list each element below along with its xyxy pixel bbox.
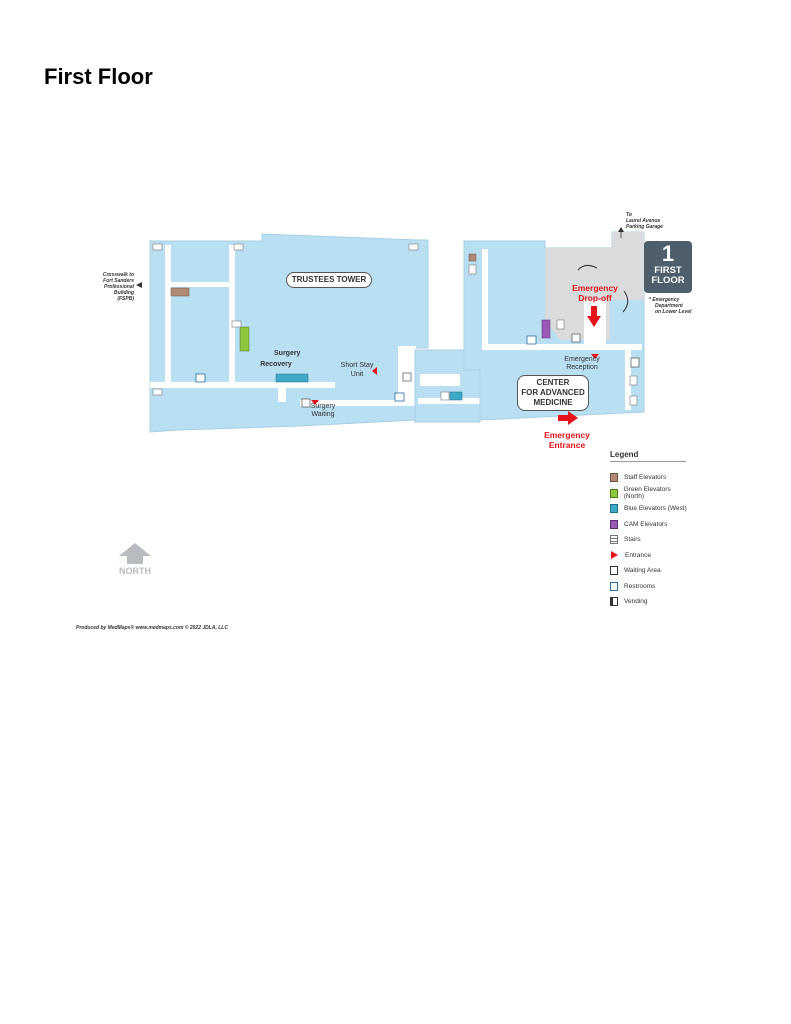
green-elevator-icon [610,488,618,498]
emergency-dropoff-label: Emergency Drop-off [572,283,618,303]
blue-elevator-icon [610,504,618,514]
legend-item-green-elevators: Green Elevators (North) [610,486,690,502]
staff-elevator-east [468,253,477,262]
floor-number: 1 [661,241,675,266]
dropoff-flow-arrows [577,264,629,313]
blue-elevators [275,373,463,401]
emergency-entrance-label: Emergency Entrance [544,430,590,450]
north-indicator: NORTH [118,543,152,576]
emergency-entrance-arrow [558,411,578,425]
crosswalk-arrow [136,282,142,288]
legend-item-restrooms: Restrooms [610,579,690,595]
garage-arrow [618,227,624,238]
stairs-icons [152,243,638,406]
garage-label: To Laurel Avenue Parking Garage [626,212,663,230]
legend-item-staff-elevators: Staff Elevators [610,470,690,486]
emergency-reception-label: Emergency Reception [564,356,600,371]
stairs-icon [610,535,618,545]
cam-elevators [541,319,551,339]
green-elevators [239,326,250,352]
staff-elevators-west [170,287,190,297]
cam-elevator-icon [610,519,618,529]
vending-icon [610,597,618,607]
legend-item-cam-elevators: CAM Elevators [610,517,690,533]
emergency-dropoff-arrow [587,306,601,327]
staff-elevator-icon [610,473,618,483]
crosswalk-label: Crosswalk to Fort Sanders Professional B… [102,272,134,302]
trustees-tower-label: TRUSTEES TOWER [286,272,372,288]
trustees-tower-floor [149,233,429,433]
waiting-area-icons [301,333,581,408]
surgery-waiting-label: Surgery Waiting [310,403,336,418]
floor-badge: 1 FIRST FLOOR [644,241,692,293]
legend-item-entrance: Entrance [610,548,690,564]
legend-item-vending: Vending [610,594,690,610]
ed-lower-level-note: * Emergency Department on Lower Level [649,297,692,315]
restroom-icons [195,335,537,402]
vending-icon [630,357,640,368]
entrance-icon [611,551,618,560]
legend-title: Legend [610,450,686,462]
cam-label: CENTER FOR ADVANCED MEDICINE [517,375,589,411]
cam-building-floor [463,231,645,421]
restroom-icon [610,581,618,591]
legend-item-stairs: Stairs [610,532,690,548]
surgery-recovery-label: Surgery Recovery [260,350,301,368]
north-arrow-icon [119,543,151,564]
legend: Legend Staff Elevators Green Elevators (… [610,450,690,610]
credit-line: Produced by MedMaps® www.medmaps.com © 2… [76,625,228,631]
legend-item-blue-elevators: Blue Elevators (West) [610,501,690,517]
north-label: NORTH [119,566,151,576]
legend-item-waiting-area: Waiting Area [610,563,690,579]
short-stay-unit-label: Short Stay Unit [340,362,374,378]
entrance-markers [311,354,599,405]
page-title: First Floor [44,64,153,89]
waiting-area-icon [610,566,618,576]
